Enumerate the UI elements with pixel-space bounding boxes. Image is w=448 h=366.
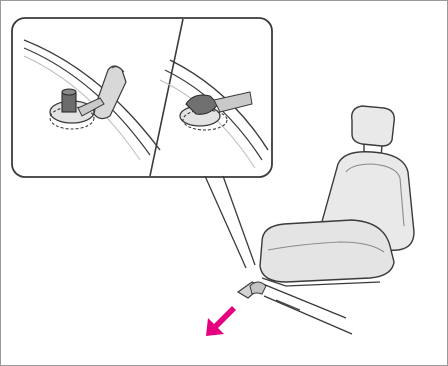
floor-lines	[258, 282, 352, 334]
floor-hook-small-icon	[238, 282, 266, 298]
seat-illustration	[260, 106, 414, 286]
detail-callout	[12, 18, 272, 268]
pointer-arrow-icon	[206, 306, 236, 336]
